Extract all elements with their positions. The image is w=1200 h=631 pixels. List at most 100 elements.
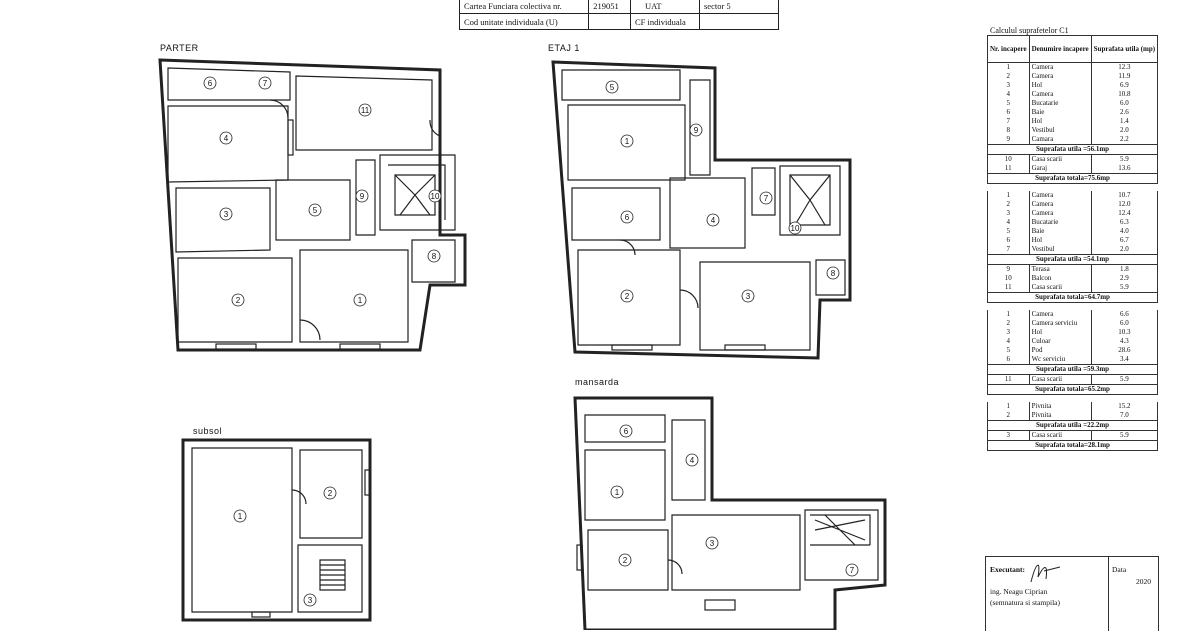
cell-denumire: Vestibul	[1028, 126, 1092, 135]
room-marker-circle	[358, 103, 372, 117]
cell-denumire: Hol	[1028, 81, 1092, 90]
room-number-parter: 6	[208, 79, 213, 88]
cell-suprafata: 6.0	[1090, 319, 1159, 328]
room-number-parter: 8	[432, 252, 437, 261]
cell-denumire: Camara	[1028, 135, 1092, 145]
cell-denumire: Casa scarii	[1028, 374, 1092, 385]
suprafata-totala-cell: Suprafata totala=28.1mp	[986, 440, 1159, 451]
suprafata-utila-cell: Suprafata utila =22.2mp	[986, 420, 1159, 431]
room-number-parter: 10	[431, 192, 440, 201]
cell-denumire: Camera	[1028, 209, 1092, 218]
suprafata-totala-cell: Suprafata totala=64.7mp	[986, 292, 1159, 303]
room-marker-circle	[788, 221, 802, 235]
cell-suprafata: 15.2	[1090, 402, 1159, 411]
cell-suprafata: 5.9	[1090, 430, 1159, 441]
room-number-parter: 4	[224, 134, 229, 143]
cell-denumire: Bucatarie	[1028, 218, 1092, 227]
room-number-mansarda: 3	[710, 539, 715, 548]
cell-nr: 11	[987, 374, 1030, 385]
room-marker-circle	[759, 191, 773, 205]
cell-nr: 2	[987, 200, 1030, 209]
cell-nr: 1	[987, 191, 1030, 200]
data-label: Data	[1112, 565, 1127, 574]
cell-suprafata: 2.0	[1090, 245, 1159, 255]
cell-denumire: Garaj	[1028, 164, 1092, 174]
room-marker-circle	[308, 203, 322, 217]
room-number-parter: 3	[224, 210, 229, 219]
executant-label: Executant:	[990, 565, 1025, 574]
cell-nr: 3	[987, 81, 1030, 90]
cell-suprafata: 2.0	[1090, 126, 1159, 135]
cell-suprafata: 5.9	[1090, 374, 1159, 385]
cell-denumire: Camera	[1028, 62, 1092, 72]
suprafata-utila-cell: Suprafata utila =54.1mp	[986, 254, 1159, 265]
table-gap-row	[988, 303, 1158, 311]
plan-subsol	[181, 438, 372, 622]
cell-denumire: Camera	[1028, 310, 1092, 319]
cell-nr: 11	[987, 164, 1030, 174]
room-marker-circle	[706, 213, 720, 227]
cell-denumire: Pivnita	[1028, 411, 1092, 421]
plan-mansarda	[573, 396, 887, 630]
cell-suprafata: 10.3	[1090, 328, 1159, 337]
cell-nr: 3	[987, 328, 1030, 337]
cell-suprafata: 5.9	[1090, 283, 1159, 293]
room-number-parter: 1	[358, 296, 363, 305]
table-gap-row	[988, 395, 1158, 403]
cell-nr: 8	[987, 126, 1030, 135]
cell-suprafata: 6.0	[1090, 99, 1159, 108]
handwritten-signature	[1030, 564, 1061, 583]
calc-table-title: Calculul suprafetelor C1	[990, 26, 1069, 35]
cell-nr: 10	[987, 154, 1030, 164]
table-gap-row	[988, 184, 1158, 192]
cell-nr: 6	[987, 355, 1030, 365]
cell-nr: 4	[987, 218, 1030, 227]
cell-denumire: Casa scarii	[1028, 154, 1092, 164]
cf-individuala-value	[699, 13, 779, 30]
room-number-etaj1: 1	[625, 137, 630, 146]
plan-title-etaj1: ETAJ 1	[548, 43, 580, 53]
cell-nr: 2	[987, 319, 1030, 328]
room-number-etaj1: 5	[610, 83, 615, 92]
cell-denumire: Casa scarii	[1028, 283, 1092, 293]
cell-nr: 6	[987, 236, 1030, 245]
room-number-etaj1: 2	[625, 292, 630, 301]
room-marker-circle	[619, 424, 633, 438]
cell-denumire: Hol	[1028, 117, 1092, 126]
room-marker-circle	[323, 486, 337, 500]
room-marker-circle	[233, 509, 247, 523]
cell-nr: 9	[987, 135, 1030, 145]
plan-title-mansarda: mansarda	[575, 377, 620, 387]
room-marker-circle	[203, 76, 217, 90]
suprafata-totala-cell: Suprafata totala=75.6mp	[986, 173, 1159, 184]
room-marker-circle	[826, 266, 840, 280]
header-nr: Nr. incapere	[987, 35, 1030, 63]
suprafata-utila-cell: Suprafata utila =59.3mp	[986, 364, 1159, 375]
suprafata-totala-cell: Suprafata totala=65.2mp	[986, 384, 1159, 395]
cell-nr: 6	[987, 108, 1030, 117]
cell-denumire: Balcon	[1028, 274, 1092, 283]
cell-nr: 1	[987, 310, 1030, 319]
cell-suprafata: 6.6	[1090, 310, 1159, 319]
date-year: 2020	[1136, 577, 1151, 586]
room-marker-circle	[258, 76, 272, 90]
spacer-cell	[988, 184, 1158, 192]
cod-unitate-label: Cod unitate individuala (U)	[458, 13, 590, 30]
header-suprafata: Suprafata utila (mp)	[1090, 35, 1159, 63]
cell-denumire: Camera	[1028, 90, 1092, 99]
cell-suprafata: 2.6	[1090, 108, 1159, 117]
room-marker-circle	[741, 289, 755, 303]
spacer-cell	[988, 395, 1158, 403]
room-number-mansarda: 4	[690, 456, 695, 465]
cell-denumire: Pivnita	[1028, 402, 1092, 411]
cell-nr: 7	[987, 245, 1030, 255]
signature-block: Executant: Data 2020 ing. Neagu Ciprian …	[985, 556, 1159, 631]
